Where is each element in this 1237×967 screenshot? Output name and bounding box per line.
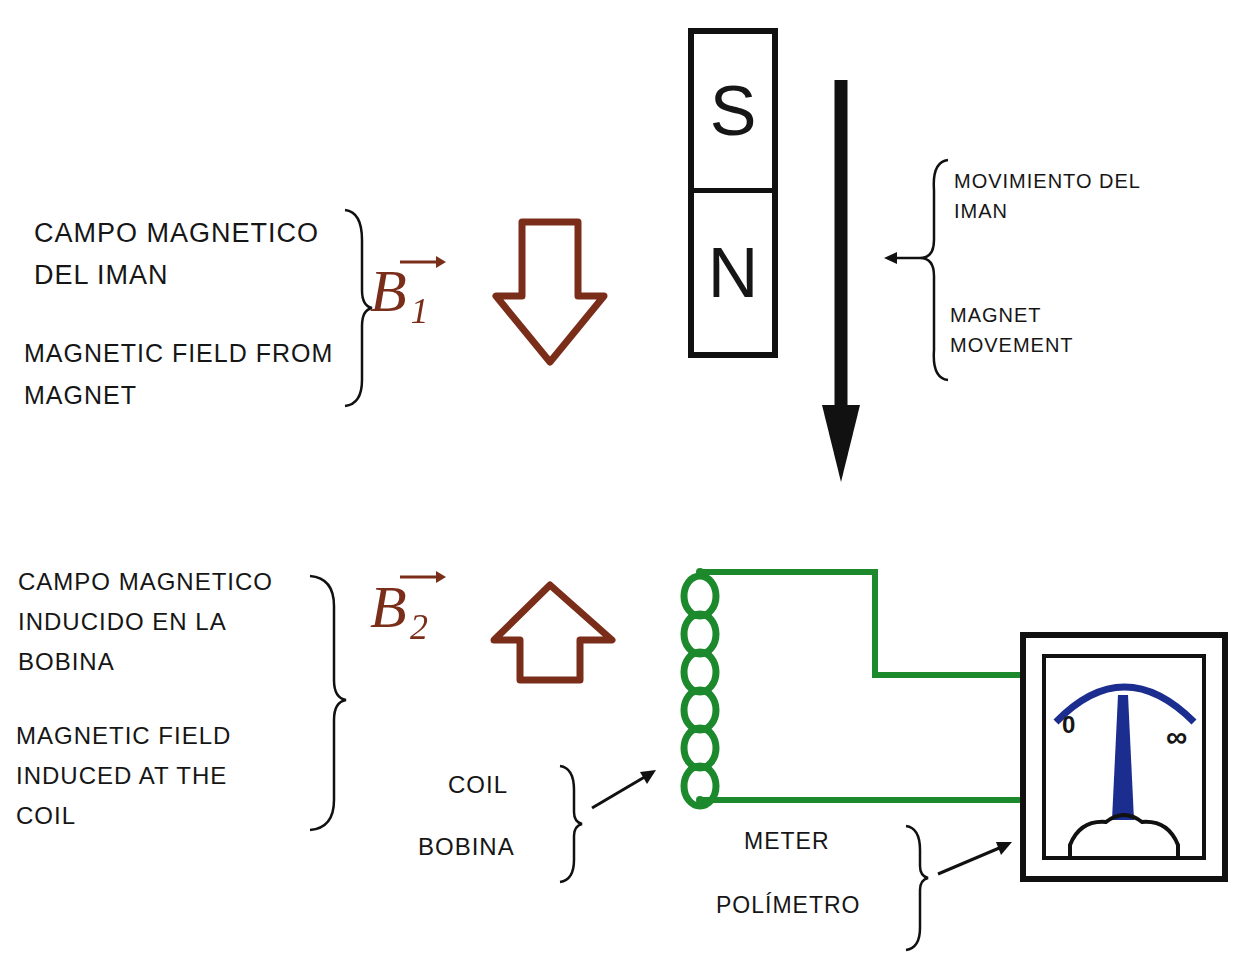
- field-arrow-up: [494, 585, 612, 680]
- field-arrow-down: [496, 222, 604, 362]
- brace: [920, 160, 948, 380]
- label: CAMPO MAGNETICO INDUCIDO EN LA BOBINA: [18, 562, 308, 682]
- meter-pivot: [1070, 815, 1178, 858]
- coil: [684, 576, 716, 806]
- scale-mark: ∞: [1166, 722, 1187, 752]
- scale-mark: 0: [1062, 710, 1075, 740]
- label: MAGNET MOVEMENT: [950, 300, 1140, 360]
- label: BOBINA: [418, 832, 558, 862]
- magnet: SN: [688, 28, 778, 358]
- meter-face: [1044, 656, 1204, 858]
- label: B₂: [370, 572, 490, 642]
- pole-letter: S: [694, 34, 772, 193]
- label: CAMPO MAGNETICO DEL IMAN: [34, 212, 354, 296]
- label: MAGNETIC FIELD FROM MAGNET: [24, 332, 344, 416]
- label: B₁: [370, 256, 490, 326]
- meter-needle: [1112, 695, 1134, 820]
- brace: [310, 576, 346, 830]
- label: MAGNETIC FIELD INDUCED AT THE COIL: [16, 716, 276, 836]
- movement-arrow: [835, 80, 848, 420]
- movement-arrowhead: [822, 405, 860, 482]
- meter: 0∞: [1020, 632, 1228, 882]
- label: METER: [744, 826, 884, 856]
- brace: [560, 766, 582, 882]
- brace: [906, 826, 928, 950]
- wire: [700, 797, 1022, 803]
- label: POLÍMETRO: [716, 890, 896, 920]
- brace: [345, 210, 372, 406]
- wire: [700, 572, 1022, 675]
- pole-letter: N: [694, 193, 772, 352]
- label: COIL: [448, 770, 548, 800]
- label: MOVIMIENTO DEL IMAN: [954, 166, 1144, 226]
